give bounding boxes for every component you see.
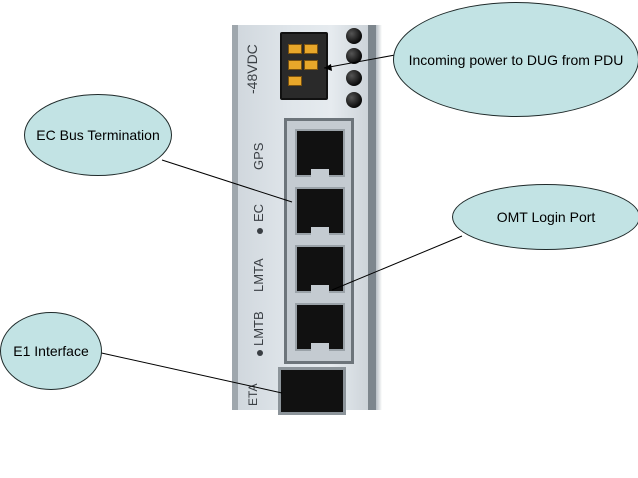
- panel-shadow: [376, 25, 382, 410]
- callout-incoming-power: Incoming power to DUG from PDU: [393, 2, 638, 117]
- port-lmta: [295, 245, 345, 293]
- screw-icon: [346, 28, 362, 44]
- power-pin: [288, 60, 302, 70]
- callout-ec-bus: EC Bus Termination: [24, 94, 172, 176]
- screw-icon: [346, 92, 362, 108]
- power-pin: [304, 60, 318, 70]
- leader-line-e1: [96, 351, 283, 394]
- port-ec: [295, 187, 345, 235]
- screw-icon: [346, 48, 362, 64]
- rj45-port-block: [284, 118, 354, 364]
- leader-line-power: [323, 54, 396, 69]
- screw-icon: [346, 70, 362, 86]
- callout-omt-login: OMT Login Port: [452, 184, 638, 250]
- port-e1: [278, 367, 346, 415]
- led-indicator: [257, 228, 263, 234]
- port-gps: [295, 129, 345, 177]
- power-pin: [288, 44, 302, 54]
- port-lmtb: [295, 303, 345, 351]
- led-indicator: [257, 350, 263, 356]
- leader-line-omt: [331, 235, 463, 291]
- arrowhead-icon: [324, 64, 332, 71]
- power-connector: [280, 32, 328, 100]
- power-pin: [304, 44, 318, 54]
- callout-e1-interface: E1 Interface: [0, 312, 102, 390]
- leader-line-ec: [161, 159, 293, 203]
- panel-left-edge: [232, 25, 238, 410]
- power-pin: [288, 76, 302, 86]
- panel-right-edge: [368, 25, 376, 410]
